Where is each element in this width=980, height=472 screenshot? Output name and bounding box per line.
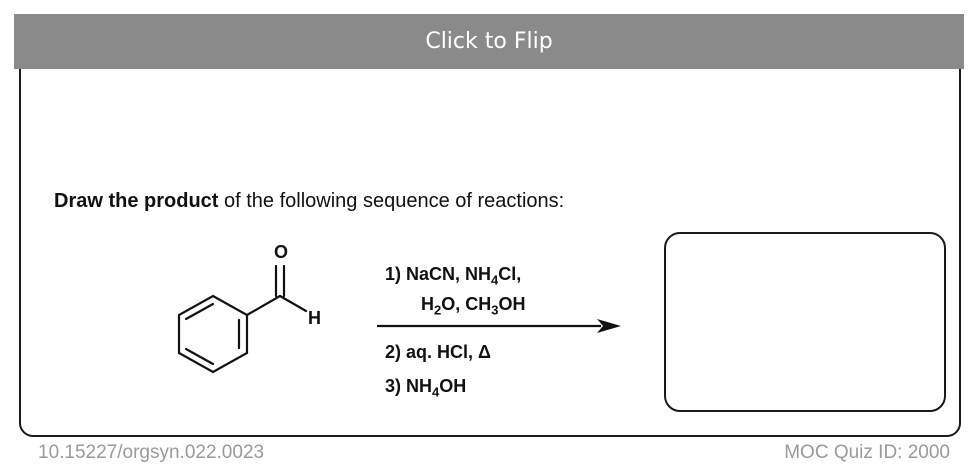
step-1-line-2: H2O, CH3OH xyxy=(421,294,525,318)
reaction-conditions: 1) NaCN, NH4Cl, H2O, CH3OH 2) aq. HCl, Δ… xyxy=(375,250,625,420)
quiz-id: MOC Quiz ID: 2000 xyxy=(784,442,950,463)
step-1-line2-text-b: O, CH xyxy=(441,294,492,314)
step-1-line2-text-c: OH xyxy=(498,294,526,314)
step-1-sub-a: 4 xyxy=(491,272,499,288)
step-3-text-b: OH xyxy=(439,376,467,396)
question-text: Draw the product of the following sequen… xyxy=(54,190,564,213)
reaction-arrow xyxy=(377,319,621,333)
hydrogen-atom: H xyxy=(308,308,321,328)
aryl-carbonyl-bond xyxy=(245,294,282,317)
flip-button[interactable]: Click to Flip xyxy=(14,14,964,69)
step-3-sub: 4 xyxy=(432,384,440,400)
step-1-line2-text-a: H xyxy=(421,294,434,314)
flip-button-label: Click to Flip xyxy=(425,29,553,54)
step-2: 2) aq. HCl, Δ xyxy=(385,342,491,362)
benzene-ring xyxy=(177,294,249,374)
ring-double-bond-3 xyxy=(184,302,215,321)
ring-double-bond-2 xyxy=(184,347,215,366)
doi-reference: 10.15227/orgsyn.022.0023 xyxy=(38,442,265,463)
benzaldehyde-structure: O H xyxy=(168,236,348,386)
step-1-line-1: 1) NaCN, NH4Cl, xyxy=(385,264,521,288)
step-1-text-b: Cl, xyxy=(498,264,522,284)
question-rest: of the following sequence of reactions: xyxy=(218,190,565,212)
step-3-text-a: 3) NH xyxy=(385,376,433,396)
step-1-line2-sub-b: 3 xyxy=(491,302,499,318)
benzaldehyde-drawing xyxy=(177,264,308,374)
step-1-text-a: 1) NaCN, NH xyxy=(385,264,492,284)
step-3: 3) NH4OH xyxy=(385,376,466,400)
question-bold: Draw the product xyxy=(54,190,219,212)
aldehyde-h-bond xyxy=(278,294,308,313)
answer-box[interactable] xyxy=(664,232,946,412)
oxygen-atom: O xyxy=(274,242,289,262)
step-1-line2-sub-a: 2 xyxy=(434,302,442,318)
